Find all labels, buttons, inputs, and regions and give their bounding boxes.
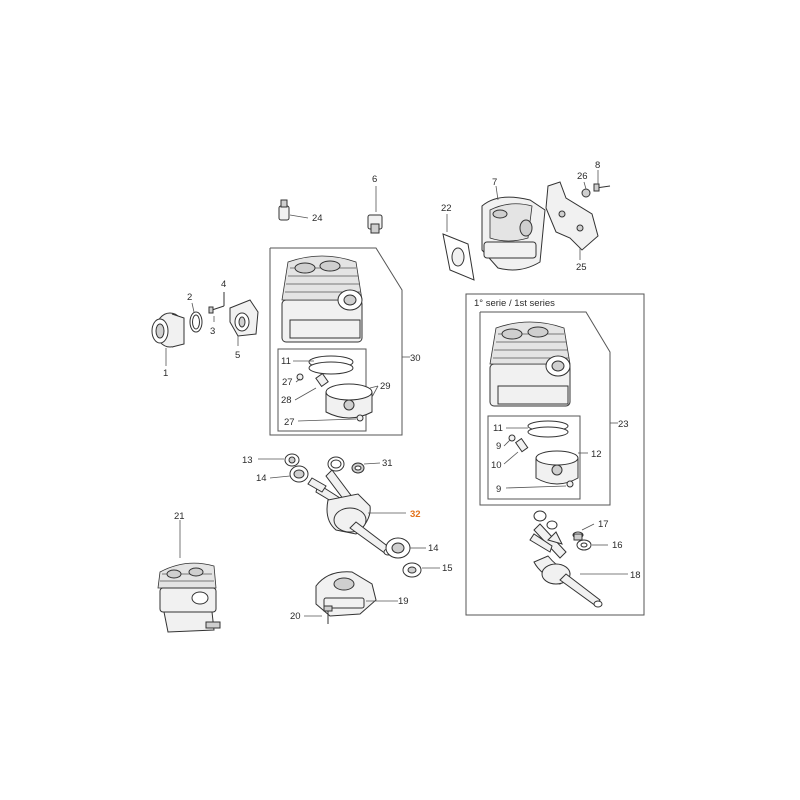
callout-5[interactable]: 5 bbox=[235, 350, 240, 361]
callout-4[interactable]: 4 bbox=[221, 279, 226, 290]
part-nut-26 bbox=[581, 188, 591, 198]
part-screw-8 bbox=[593, 183, 611, 192]
callout-9-a[interactable]: 9 bbox=[496, 441, 501, 452]
callout-9-b[interactable]: 9 bbox=[496, 484, 501, 495]
part-screw-20 bbox=[323, 605, 333, 624]
part-crankcase-19 bbox=[315, 571, 377, 617]
part-bearing-14-right bbox=[385, 537, 411, 559]
part-washer-16 bbox=[576, 539, 592, 551]
callout-6[interactable]: 6 bbox=[372, 174, 377, 185]
part-crankshaft-32 bbox=[307, 456, 393, 556]
callout-29[interactable]: 29 bbox=[380, 381, 391, 392]
callout-16[interactable]: 16 bbox=[612, 540, 623, 551]
series-box bbox=[465, 293, 645, 616]
part-bracket-25 bbox=[545, 181, 599, 251]
callout-10[interactable]: 10 bbox=[491, 460, 502, 471]
callout-11-a[interactable]: 11 bbox=[281, 356, 291, 367]
part-gasket-22 bbox=[442, 233, 475, 281]
kit-box-12 bbox=[487, 415, 581, 500]
part-piston-29 bbox=[296, 355, 373, 422]
kit-box-30 bbox=[269, 247, 403, 436]
part-intake-flange bbox=[151, 312, 185, 348]
part-muffler bbox=[481, 196, 546, 271]
callout-19[interactable]: 19 bbox=[398, 596, 409, 607]
callout-22[interactable]: 22 bbox=[441, 203, 452, 214]
callout-15[interactable]: 15 bbox=[442, 563, 453, 574]
part-o-ring bbox=[189, 311, 203, 333]
series-label: 1° serie / 1st series bbox=[474, 298, 555, 309]
part-oil-seal-15 bbox=[402, 562, 422, 578]
part-spark-plug bbox=[367, 214, 383, 234]
callout-20[interactable]: 20 bbox=[290, 611, 301, 622]
callout-18[interactable]: 18 bbox=[630, 570, 641, 581]
part-manifold bbox=[229, 299, 259, 337]
callout-32[interactable]: 32 bbox=[410, 509, 421, 520]
callout-12[interactable]: 12 bbox=[591, 449, 602, 460]
callout-30[interactable]: 30 bbox=[410, 353, 421, 364]
callout-28[interactable]: 28 bbox=[281, 395, 292, 406]
part-crankshaft-18 bbox=[529, 510, 603, 608]
callout-24[interactable]: 24 bbox=[312, 213, 323, 224]
callout-21[interactable]: 21 bbox=[174, 511, 185, 522]
callout-13[interactable]: 13 bbox=[242, 455, 253, 466]
callout-26[interactable]: 26 bbox=[577, 171, 588, 182]
callout-11-b[interactable]: 11 bbox=[493, 423, 503, 434]
kit-box-23 bbox=[479, 311, 611, 506]
callout-3[interactable]: 3 bbox=[210, 326, 215, 337]
part-screw-3 bbox=[208, 305, 225, 314]
callout-23[interactable]: 23 bbox=[618, 419, 629, 430]
part-cylinder-30 bbox=[281, 255, 363, 343]
part-needle-bearing-31 bbox=[351, 462, 365, 474]
part-decompression-valve bbox=[278, 199, 290, 221]
callout-1[interactable]: 1 bbox=[163, 368, 168, 379]
callout-31[interactable]: 31 bbox=[382, 458, 393, 469]
callout-14-b[interactable]: 14 bbox=[428, 543, 439, 554]
part-bearing-17 bbox=[572, 531, 584, 541]
callout-27-b[interactable]: 27 bbox=[284, 417, 295, 428]
callout-25[interactable]: 25 bbox=[576, 262, 587, 273]
part-engine-assembly-21 bbox=[157, 562, 221, 633]
callout-7[interactable]: 7 bbox=[492, 177, 497, 188]
part-oil-seal-13 bbox=[284, 453, 300, 467]
callout-14-a[interactable]: 14 bbox=[256, 473, 267, 484]
callout-8[interactable]: 8 bbox=[595, 160, 600, 171]
callout-2[interactable]: 2 bbox=[187, 292, 192, 303]
callout-27-a[interactable]: 27 bbox=[282, 377, 293, 388]
part-bearing-14-left bbox=[289, 465, 309, 483]
part-cylinder-23 bbox=[489, 321, 571, 407]
callout-17[interactable]: 17 bbox=[598, 519, 609, 530]
part-piston-12 bbox=[508, 420, 579, 488]
